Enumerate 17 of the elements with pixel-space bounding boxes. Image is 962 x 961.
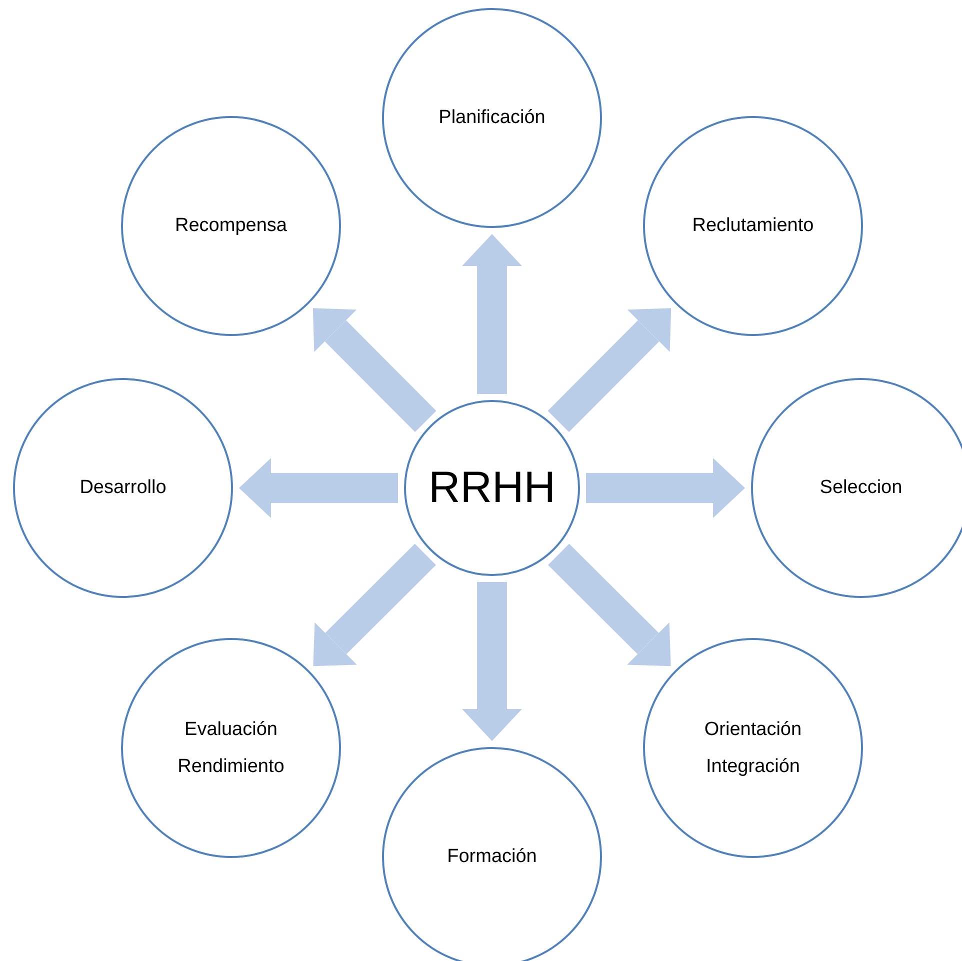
block-arrow bbox=[548, 308, 672, 432]
block-arrow bbox=[313, 544, 436, 666]
block-arrow bbox=[312, 308, 436, 432]
block-arrow bbox=[239, 458, 398, 518]
node-label: RRHH bbox=[427, 464, 557, 512]
block-arrow bbox=[586, 458, 745, 518]
node-label: Recompensa bbox=[174, 214, 288, 238]
block-arrow bbox=[548, 544, 671, 666]
node-label: Desarrollo bbox=[78, 476, 168, 500]
node-label: Planificación bbox=[438, 106, 546, 130]
node-label: Formación bbox=[446, 845, 538, 870]
node-label: Seleccion bbox=[818, 476, 904, 500]
block-arrow bbox=[462, 234, 522, 394]
node-label: Reclutamiento bbox=[691, 214, 815, 238]
node-label: Evaluación Rendimiento bbox=[176, 718, 286, 779]
block-arrow bbox=[462, 582, 522, 741]
node-label: Orientación Integración bbox=[703, 718, 803, 779]
